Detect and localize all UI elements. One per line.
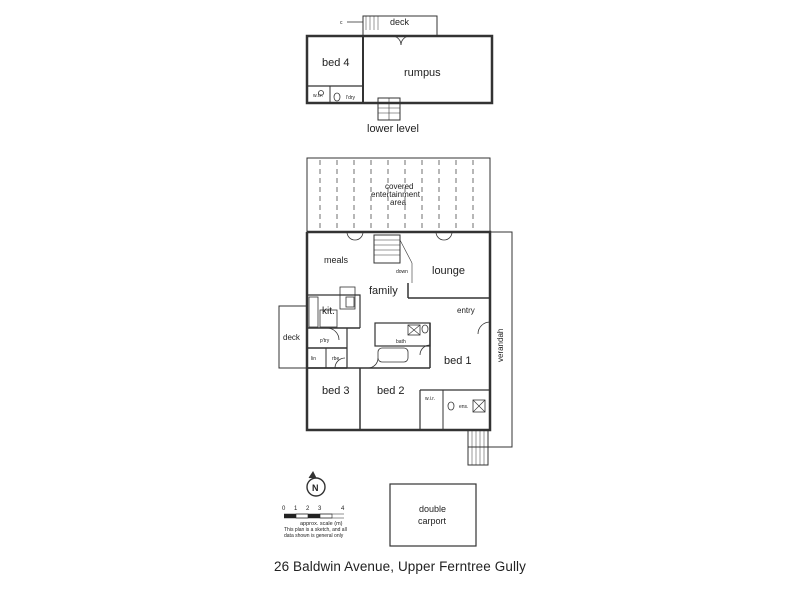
lower-tag: c [340, 20, 343, 26]
property-address: 26 Baldwin Avenue, Upper Ferntree Gully [273, 559, 527, 574]
lower-level-caption: lower level [367, 123, 419, 135]
lower-wir-label: w.i.r. [313, 93, 323, 99]
lower-deck-label: deck [390, 17, 410, 27]
carport-label-1: double [419, 504, 446, 514]
bed4-label: bed 4 [322, 57, 350, 69]
entry-label: entry [457, 306, 475, 315]
left-deck-label: deck [283, 333, 301, 342]
meals-label: meals [324, 255, 349, 265]
scale-tick-2: 2 [306, 506, 310, 512]
north-label: N [312, 483, 319, 493]
bed1-label: bed 1 [444, 355, 472, 367]
upper-wir-label: w.i.r. [425, 396, 435, 402]
stair-down-label: down [396, 269, 408, 275]
covered-label-2: entertainment [371, 190, 421, 199]
scale-label: approx. scale (m) [300, 521, 343, 527]
covered-label-3: area [390, 198, 407, 207]
scale-tick-4: 4 [341, 506, 345, 512]
scale-bar [284, 513, 344, 519]
carport-label-2: carport [418, 516, 447, 526]
disclaimer-line-1: This plan is a sketch, and all [284, 527, 347, 533]
north-compass-icon [306, 471, 326, 497]
ensuite-label: ens. [459, 404, 468, 410]
scale-tick-0: 0 [282, 506, 286, 512]
bed2-label: bed 2 [377, 385, 405, 397]
linen-label: lin [311, 356, 316, 362]
scale-tick-1: 1 [294, 506, 298, 512]
robe-label: rbe [332, 356, 339, 362]
verandah-label: verandah [496, 329, 505, 362]
family-label: family [369, 285, 398, 297]
bed3-label: bed 3 [322, 385, 350, 397]
disclaimer-line-2: data shown is general only [284, 533, 344, 539]
lower-level-plan [305, 15, 494, 121]
lower-laundry-label: l'dry [346, 95, 356, 101]
pantry-label: p'try [320, 338, 330, 344]
upper-level-plan [278, 157, 513, 466]
lounge-label: lounge [432, 265, 465, 277]
scale-tick-3: 3 [318, 506, 322, 512]
kitchen-label: kit. [322, 306, 335, 317]
covered-label-1: covered [385, 182, 413, 191]
rumpus-label: rumpus [404, 67, 441, 79]
bath-label: bath [396, 339, 406, 345]
carport-outline [389, 483, 477, 547]
